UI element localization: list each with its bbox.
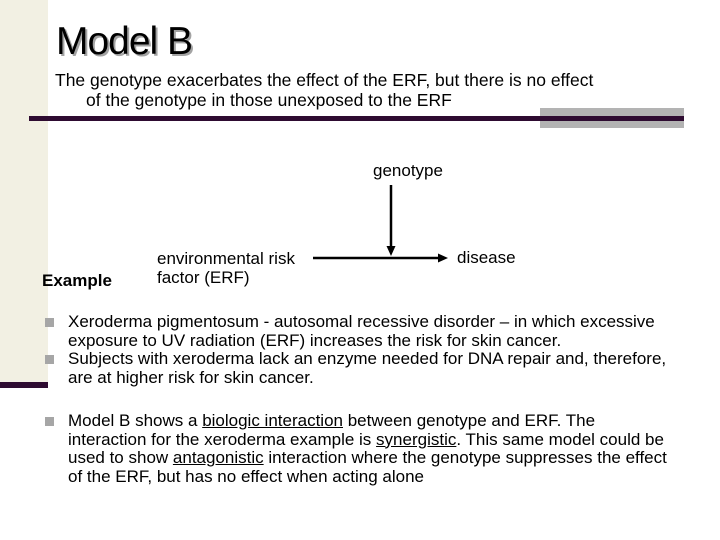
- bullet-item: Xeroderma pigmentosum - autosomal recess…: [45, 312, 713, 350]
- example-bullets-list: Xeroderma pigmentosum - autosomal recess…: [45, 312, 713, 387]
- footer-rule: [0, 382, 48, 388]
- example-label: Example: [42, 271, 112, 290]
- erf-label-line2: factor (ERF): [157, 268, 250, 287]
- slide-subtitle: The genotype exacerbates the effect of t…: [55, 70, 593, 110]
- bullet-item: Model B shows a biologic interaction bet…: [45, 411, 713, 486]
- slide-subtitle-line2: of the genotype in those unexposed to th…: [86, 90, 452, 110]
- bullet-text: Subjects with xeroderma lack an enzyme n…: [68, 349, 667, 387]
- bullet-square-icon: [45, 416, 54, 426]
- bullet-item: Subjects with xeroderma lack an enzyme n…: [45, 349, 713, 387]
- slide-subtitle-line1: The genotype exacerbates the effect of t…: [55, 70, 594, 90]
- header-rule: [29, 116, 684, 121]
- disease-label: disease: [457, 248, 516, 267]
- erf-label-line1: environmental risk: [157, 249, 295, 268]
- left-stripe: [0, 0, 48, 382]
- bullet-text: Model B shows a biologic interaction bet…: [68, 411, 667, 486]
- genotype-label: genotype: [373, 161, 443, 180]
- erf-label: environmental risk factor (ERF): [157, 249, 295, 287]
- genotype-down-arrow-icon: [386, 185, 396, 256]
- erf-to-disease-arrow-icon: [313, 253, 448, 263]
- model-bullets-list: Model B shows a biologic interaction bet…: [45, 411, 713, 486]
- bullet-square-icon: [45, 317, 54, 327]
- diagram-arrows-icon: [313, 185, 448, 263]
- bullet-square-icon: [45, 354, 54, 364]
- bullet-text: Xeroderma pigmentosum - autosomal recess…: [68, 312, 655, 350]
- slide-title: Model B: [56, 20, 193, 63]
